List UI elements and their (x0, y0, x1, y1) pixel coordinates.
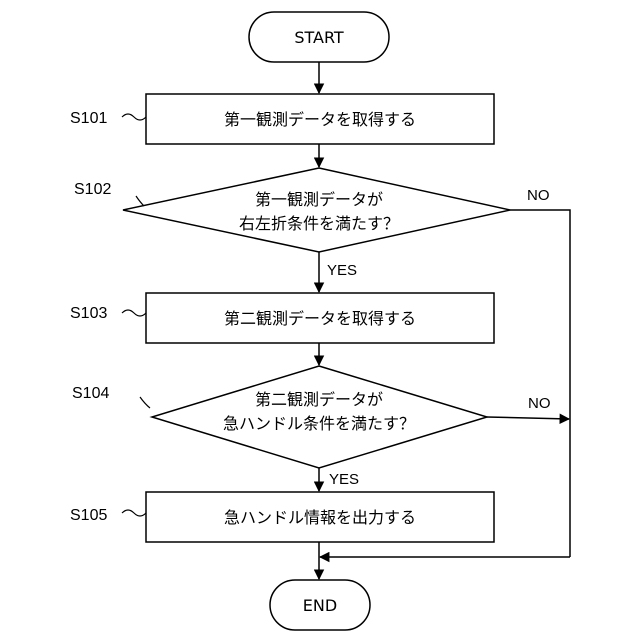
decision-s104-line2: 急ハンドル条件を満たす？ (223, 414, 415, 433)
step-label-s103: S103 (70, 305, 107, 322)
process-s105-label: 急ハンドル情報を出力する (224, 508, 416, 527)
decision-s102-line2: 右左折条件を満たす？ (239, 214, 399, 233)
step-connector-s102 (136, 196, 144, 206)
decision-s102 (123, 168, 510, 252)
step-label-s101: S101 (70, 110, 107, 127)
start-label: START (294, 28, 344, 47)
process-s101-label: 第一観測データを取得する (224, 110, 416, 129)
step-label-s102: S102 (74, 181, 111, 198)
edge-s104-no (487, 417, 569, 419)
branch-s104-no: NO (528, 395, 551, 412)
step-connector-s104 (140, 397, 150, 408)
step-connector-s103 (122, 310, 146, 316)
branch-s102-no: NO (527, 187, 550, 204)
decision-s104-line1: 第二観測データが (255, 390, 383, 409)
branch-s102-yes: YES (327, 262, 357, 279)
process-s103-label: 第二観測データを取得する (224, 309, 416, 328)
edge-s102-no (510, 210, 570, 557)
step-label-s105: S105 (70, 507, 107, 524)
step-connector-s105 (122, 510, 146, 516)
decision-s102-line1: 第一観測データが (255, 190, 383, 209)
step-label-s104: S104 (72, 385, 109, 402)
branch-s104-yes: YES (329, 471, 359, 488)
end-label: END (303, 596, 337, 615)
step-connector-s101 (122, 114, 146, 120)
